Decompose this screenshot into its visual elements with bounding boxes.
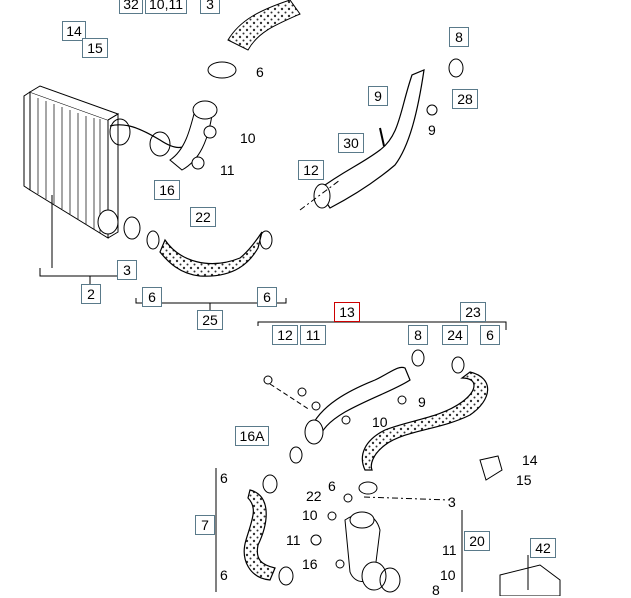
label-8-bottom[interactable]: 8 (432, 582, 440, 598)
label-10-top[interactable]: 10 (240, 130, 256, 146)
callout-8-mid[interactable]: 8 (408, 325, 428, 345)
callout-3-top[interactable]: 3 (200, 0, 220, 14)
callout-10-11[interactable]: 10,11 (145, 0, 187, 14)
callout-6-left-1[interactable]: 6 (142, 287, 162, 307)
hose-23 (361, 371, 489, 471)
label-6-low[interactable]: 6 (220, 567, 228, 583)
callout-28[interactable]: 28 (452, 89, 478, 109)
label-10-low[interactable]: 10 (302, 507, 318, 523)
callout-24[interactable]: 24 (442, 325, 468, 345)
hose-7 (243, 489, 276, 581)
callout-30[interactable]: 30 (338, 133, 364, 153)
callout-8-top[interactable]: 8 (449, 27, 469, 47)
callout-14-top[interactable]: 14 (62, 21, 86, 41)
callout-22-top[interactable]: 22 (190, 207, 216, 227)
pipe-13 (309, 366, 411, 442)
label-3-mid[interactable]: 3 (448, 494, 456, 510)
callout-23[interactable]: 23 (460, 302, 486, 322)
callout-13-selected[interactable]: 13 (334, 302, 360, 322)
label-9-right[interactable]: 9 (428, 122, 436, 138)
callout-6-left-2[interactable]: 6 (257, 287, 277, 307)
callout-3-left[interactable]: 3 (117, 260, 137, 280)
label-16-low[interactable]: 16 (302, 556, 318, 572)
pipe-30 (317, 69, 425, 209)
label-15-mid[interactable]: 15 (516, 472, 532, 488)
callout-16-top[interactable]: 16 (154, 180, 180, 200)
callout-6-mid[interactable]: 6 (480, 325, 500, 345)
callout-16A[interactable]: 16A (235, 426, 269, 446)
label-22-mid[interactable]: 22 (306, 488, 322, 504)
label-11-top[interactable]: 11 (220, 162, 235, 178)
label-11-low[interactable]: 11 (286, 532, 301, 548)
callout-42[interactable]: 42 (530, 538, 556, 558)
hose-25 (159, 231, 263, 277)
intercooler (23, 85, 120, 239)
callout-2[interactable]: 2 (81, 284, 101, 304)
label-10-mid[interactable]: 10 (372, 414, 388, 430)
callout-11-mid[interactable]: 11 (300, 325, 326, 345)
clamp-upper-left (109, 118, 131, 146)
label-6-mid-b[interactable]: 6 (328, 478, 336, 494)
label-11-right[interactable]: 11 (442, 542, 457, 558)
label-6-mid-a[interactable]: 6 (220, 470, 228, 486)
label-14-mid[interactable]: 14 (522, 452, 538, 468)
callout-7[interactable]: 7 (195, 515, 215, 535)
callout-15-top[interactable]: 15 (82, 38, 108, 58)
callout-12-top[interactable]: 12 (298, 160, 324, 180)
callout-9-top[interactable]: 9 (368, 86, 388, 106)
callout-25[interactable]: 25 (197, 310, 223, 330)
label-10-bottom[interactable]: 10 (440, 567, 456, 583)
callout-12-mid[interactable]: 12 (272, 325, 298, 345)
label-6-top[interactable]: 6 (256, 64, 264, 80)
hose-top (227, 0, 301, 51)
label-9-mid[interactable]: 9 (418, 394, 426, 410)
callout-20[interactable]: 20 (464, 531, 490, 551)
callout-32[interactable]: 32 (119, 0, 143, 14)
